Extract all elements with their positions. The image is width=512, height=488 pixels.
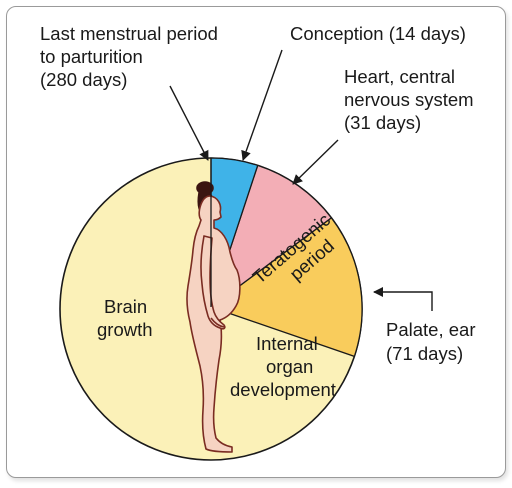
conception-label: Conception (14 days) [290, 23, 466, 44]
lmp-label-line1: Last menstrual period [40, 23, 218, 44]
palate-arrow [374, 292, 432, 311]
brain-growth-label-line1: Brain [104, 296, 147, 317]
brain-growth-label-line2: growth [97, 319, 153, 340]
organ-label-line3: development [230, 379, 336, 400]
conception-arrow [243, 50, 282, 160]
organ-label-line1: Internal [256, 333, 318, 354]
heart-label-line3: (31 days) [344, 112, 421, 133]
lmp-label-line3: (280 days) [40, 69, 127, 90]
lmp-arrow [170, 86, 208, 160]
heart-label-line1: Heart, central [344, 66, 455, 87]
lmp-label-line2: to parturition [40, 46, 143, 67]
organ-label-line2: organ [266, 356, 313, 377]
palate-label-line1: Palate, ear [386, 319, 475, 340]
heart-arrow [293, 140, 338, 184]
heart-label-line2: nervous system [344, 89, 474, 110]
palate-label-line2: (71 days) [386, 343, 463, 364]
